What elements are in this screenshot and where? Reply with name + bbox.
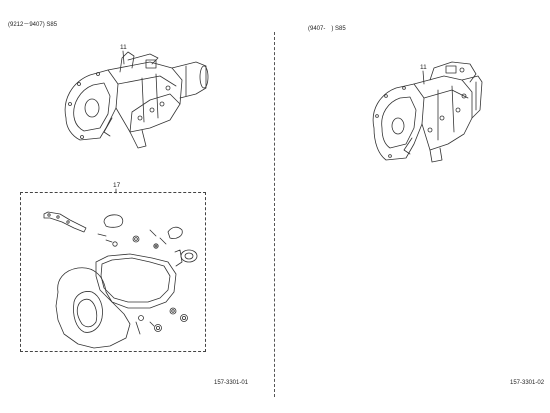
- right-range-label: (9407- ) S85: [308, 26, 346, 32]
- panel-divider: [274, 32, 275, 397]
- left-callout-transmission: 11: [120, 44, 127, 51]
- left-range-label: (9212－9407) S85: [8, 22, 58, 28]
- right-callout-transmission: 11: [420, 64, 427, 71]
- left-figure-code: 157-3301-01: [214, 380, 249, 386]
- gasket-kit-frame: [20, 192, 206, 352]
- left-callout-gasket-kit: 17: [113, 182, 121, 189]
- transmission-assembly-right-drawing: [372, 61, 483, 163]
- right-leader-transmission: [422, 70, 425, 85]
- left-leader-transmission: [122, 50, 125, 65]
- right-figure-code: 157-3301-02: [510, 380, 545, 386]
- gasket-kit-drawing: [43, 211, 198, 349]
- transmission-assembly-left-drawing: [64, 51, 209, 149]
